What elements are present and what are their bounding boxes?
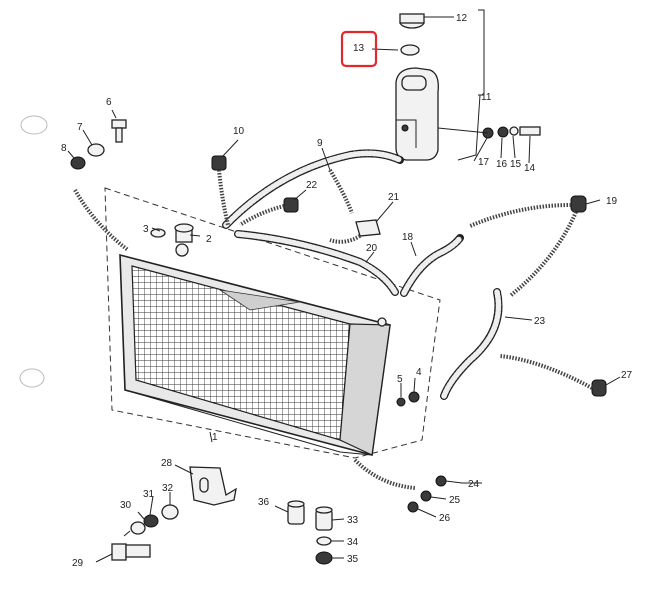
binder-hole-top <box>20 115 48 135</box>
washer-part-5 <box>396 397 406 407</box>
bolt-part-24 <box>435 475 463 487</box>
nut-part-26 <box>407 501 419 513</box>
callout-labels: 1 2 3 4 5 6 7 8 9 10 11 12 13 14 15 16 1… <box>61 13 633 569</box>
callout-24: 24 <box>468 479 480 490</box>
mounting-lead-left <box>73 189 130 252</box>
callout-11: 11 <box>481 92 492 103</box>
nut-part-32 <box>161 504 179 520</box>
radiator-core <box>119 243 391 457</box>
filler-neck <box>174 223 194 243</box>
callout-2: 2 <box>206 234 212 245</box>
callout-31: 31 <box>143 489 155 500</box>
callout-29: 29 <box>72 558 84 569</box>
nut-part-8 <box>70 156 86 170</box>
hose-part-20 <box>234 230 399 296</box>
callout-32: 32 <box>162 483 174 494</box>
leader-lines <box>67 16 621 563</box>
bolt-part-6 <box>111 119 127 143</box>
callout-9: 9 <box>317 138 323 149</box>
callout-6: 6 <box>106 97 112 108</box>
drain-plug-part-4 <box>408 391 420 403</box>
washer-part-31 <box>143 514 159 528</box>
washer-part-7 <box>87 143 105 157</box>
bracket-part-28 <box>189 466 237 506</box>
callout-36: 36 <box>258 497 270 508</box>
callout-8: 8 <box>61 143 67 154</box>
callout-28: 28 <box>161 458 173 469</box>
callout-14: 14 <box>524 163 536 174</box>
callout-1: 1 <box>212 432 218 443</box>
callout-19: 19 <box>606 196 618 207</box>
callout-13: 13 <box>353 43 365 54</box>
hose-part-18 <box>400 234 464 297</box>
clip-part-22 <box>238 197 299 227</box>
callout-5: 5 <box>397 374 403 385</box>
mount-part-36 <box>287 500 305 525</box>
callout-23: 23 <box>534 316 546 327</box>
nut-part-35 <box>315 551 333 565</box>
bracket-part-21 <box>329 219 381 244</box>
fittings-14-17 <box>437 126 541 139</box>
lower-lead <box>353 458 416 490</box>
washer-part-34 <box>316 536 332 546</box>
callout-10: 10 <box>233 126 245 137</box>
hose-part-9 <box>222 149 404 229</box>
callout-27: 27 <box>621 370 633 381</box>
hose-part-23 <box>440 288 503 400</box>
clip-part-27 <box>499 354 607 397</box>
callout-12: 12 <box>456 13 468 24</box>
callout-18: 18 <box>402 232 414 243</box>
washer-part-30 <box>130 521 146 535</box>
tank-cap-part-12 <box>399 13 425 29</box>
binder-hole-bottom <box>19 368 45 388</box>
cap-seal-part-13 <box>400 44 420 56</box>
clip-part-10 <box>211 155 230 226</box>
highlight-box-callout-13 <box>340 30 378 68</box>
callout-15: 15 <box>510 159 522 170</box>
lead-21 <box>328 168 354 214</box>
washer-part-25 <box>420 490 432 502</box>
callout-35: 35 <box>347 554 359 565</box>
bolt-part-29 <box>111 543 151 561</box>
callout-34: 34 <box>347 537 359 548</box>
callout-17: 17 <box>478 157 490 168</box>
clip-part-19 <box>469 195 587 298</box>
callout-20: 20 <box>366 243 378 254</box>
seal-washer-part-3 <box>150 228 166 238</box>
expansion-tank <box>395 67 439 161</box>
callout-22: 22 <box>306 180 318 191</box>
callout-3: 3 <box>143 224 149 235</box>
callout-26: 26 <box>439 513 451 524</box>
callout-4: 4 <box>416 367 422 378</box>
callout-30: 30 <box>120 500 132 511</box>
callout-25: 25 <box>449 495 461 506</box>
mount-part-33 <box>315 506 333 531</box>
callout-7: 7 <box>77 122 83 133</box>
callout-21: 21 <box>388 192 400 203</box>
radiator-assembly-outline <box>104 187 441 459</box>
callout-16: 16 <box>496 159 508 170</box>
callout-33: 33 <box>347 515 359 526</box>
